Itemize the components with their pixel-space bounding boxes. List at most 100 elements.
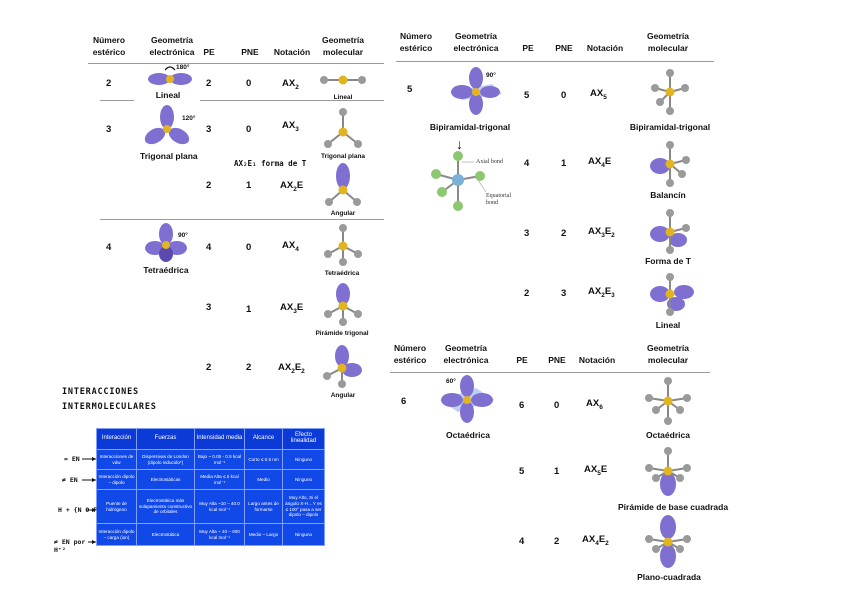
table-cell: Medio — [244, 469, 283, 490]
header-pne: PNE — [555, 43, 573, 53]
table-cell: Media Alta ≤ 5 kcal mol⁻¹ — [194, 469, 245, 490]
group-rule — [100, 100, 134, 101]
trigonal-planar-electronic-icon — [144, 105, 190, 145]
table-cell: Electrostáticas — [136, 469, 195, 490]
steric-number-6: 6 — [401, 396, 407, 407]
angle-label-120: 120° — [182, 115, 196, 122]
steric-number-5: 5 — [407, 84, 413, 95]
table-cell: Interacción dipolo – dipolo — [96, 469, 137, 490]
side-note-different-en: ≠ EN — [62, 476, 78, 484]
table-cell: Largo antes de formarse — [244, 489, 283, 524]
pne-value: 0 — [246, 124, 252, 135]
pe-value: 2 — [206, 78, 212, 89]
pne-value: 1 — [246, 180, 252, 191]
header-rule — [396, 61, 714, 62]
angle-label-60: 60° — [446, 378, 456, 385]
column-header: Interacción — [96, 428, 137, 450]
pne-value: 3 — [561, 288, 567, 299]
header-rule — [88, 63, 384, 64]
notation-ax2e: AX2E — [280, 180, 304, 193]
column-header: Fuerzas — [136, 428, 195, 450]
linear-molecule-icon — [320, 75, 366, 85]
table-cell: Dispersivas de London (dipolo inducido*) — [136, 449, 195, 470]
notation-ax5e: AX5E — [584, 464, 608, 477]
notation-ax3: AX3 — [282, 120, 299, 133]
tetrahedral-electronic-icon — [145, 223, 187, 262]
column-header: Alcance — [244, 428, 283, 450]
linear-electronic-icon — [148, 66, 192, 85]
table-cell: Ninguno — [282, 449, 325, 470]
table-header-row: Interacción Fuerzas Intensidad media Alc… — [96, 428, 325, 450]
trigonal-planar-molecule-icon — [324, 108, 362, 148]
angle-label-90: 90° — [486, 72, 496, 79]
side-note-en-por-h: ≠ EN por H⁺² — [54, 538, 86, 554]
interactions-title-line1: INTERACCIONES — [62, 387, 139, 397]
pne-value: 0 — [561, 90, 567, 101]
pne-value: 0 — [246, 242, 252, 253]
table-cell: Corto ≤ 0.5 nm — [244, 449, 283, 470]
steric-number-2: 2 — [106, 78, 112, 89]
pe-value: 2 — [206, 180, 212, 191]
pe-value: 5 — [524, 90, 530, 101]
angular-molecule-icon — [325, 163, 361, 206]
pe-value: 3 — [524, 228, 530, 239]
notation-ax4e2: AX4E2 — [582, 534, 609, 547]
side-note-equal-en: = EN — [64, 455, 80, 463]
molecular-geometry-lineal: Lineal — [333, 94, 353, 101]
notation-ax3e2: AX3E2 — [588, 226, 615, 239]
notation-ax4: AX4 — [282, 240, 299, 253]
molecular-geometry-forma-de-t: Forma de T — [645, 256, 691, 266]
trigonal-pyramid-molecule-icon — [324, 283, 362, 326]
notation-ax5: AX5 — [590, 88, 607, 101]
electronic-geometry-tetraedrica: Tetraédrica — [143, 265, 189, 275]
header-pne: PNE — [241, 47, 259, 57]
column-header: Efecto linealidad — [282, 428, 325, 450]
intermolecular-interactions-table: Interacción Fuerzas Intensidad media Alc… — [96, 428, 325, 546]
trigonal-bipyramidal-molecule-icon — [651, 69, 689, 115]
table-cell: Ninguno — [282, 523, 325, 546]
t-shaped-molecule-icon — [650, 209, 690, 254]
pe-value: 6 — [519, 400, 525, 411]
side-note-arrows — [82, 457, 96, 544]
pe-value: 4 — [206, 242, 212, 253]
linear-lone-pairs-molecule-icon — [650, 273, 694, 316]
molecular-geometry-octaedrica: Octaédrica — [646, 430, 690, 440]
pne-value: 1 — [554, 466, 560, 477]
axial-bond-label: Axial bond — [476, 159, 503, 165]
tetrahedral-molecule-icon — [324, 224, 362, 266]
header-notacion: Notación — [578, 355, 616, 365]
octahedral-molecule-icon — [645, 377, 691, 425]
molecular-geometry-balancin: Balancín — [650, 190, 686, 200]
pe-value: 3 — [206, 124, 212, 135]
electronic-geometry-octaedrica: Octaédrica — [446, 430, 490, 440]
pne-value: 0 — [554, 400, 560, 411]
pne-value: 2 — [554, 536, 560, 547]
column-header: Intensidad media — [194, 428, 245, 450]
steric-number-4: 4 — [106, 242, 112, 253]
molecular-geometry-piramide-base-cuadrada: Pirámide de base cuadrada — [618, 502, 729, 512]
molecular-geometry-bipiramidal-trigonal: Bipiramidal-trigonal — [629, 122, 711, 132]
header-rule — [390, 372, 710, 373]
table-row: Interacción dipolo – dipolo Electrostáti… — [96, 469, 325, 490]
molecular-geometry-tetraedrica: Tetraédrica — [324, 270, 360, 277]
table-cell: Electrostática más solapamiento construc… — [136, 489, 195, 524]
molecular-geometry-trigonal-plana: Trigonal plana — [320, 153, 366, 160]
pe-value: 2 — [206, 362, 212, 373]
notation-ax2e2: AX2E2 — [278, 362, 305, 375]
table-cell: Medio – Largo — [244, 523, 283, 546]
axial-equatorial-bond-diagram — [431, 151, 487, 211]
header-pe: PE — [203, 47, 215, 57]
square-planar-molecule-icon — [645, 515, 691, 568]
pe-value: 4 — [519, 536, 525, 547]
molecular-geometry-lineal: Lineal — [655, 320, 681, 330]
table-cell: Bajo ~ 0.05 - 0.5 kcal mol⁻¹ — [194, 449, 245, 470]
pne-value: 1 — [561, 158, 567, 169]
pe-value: 5 — [519, 466, 525, 477]
